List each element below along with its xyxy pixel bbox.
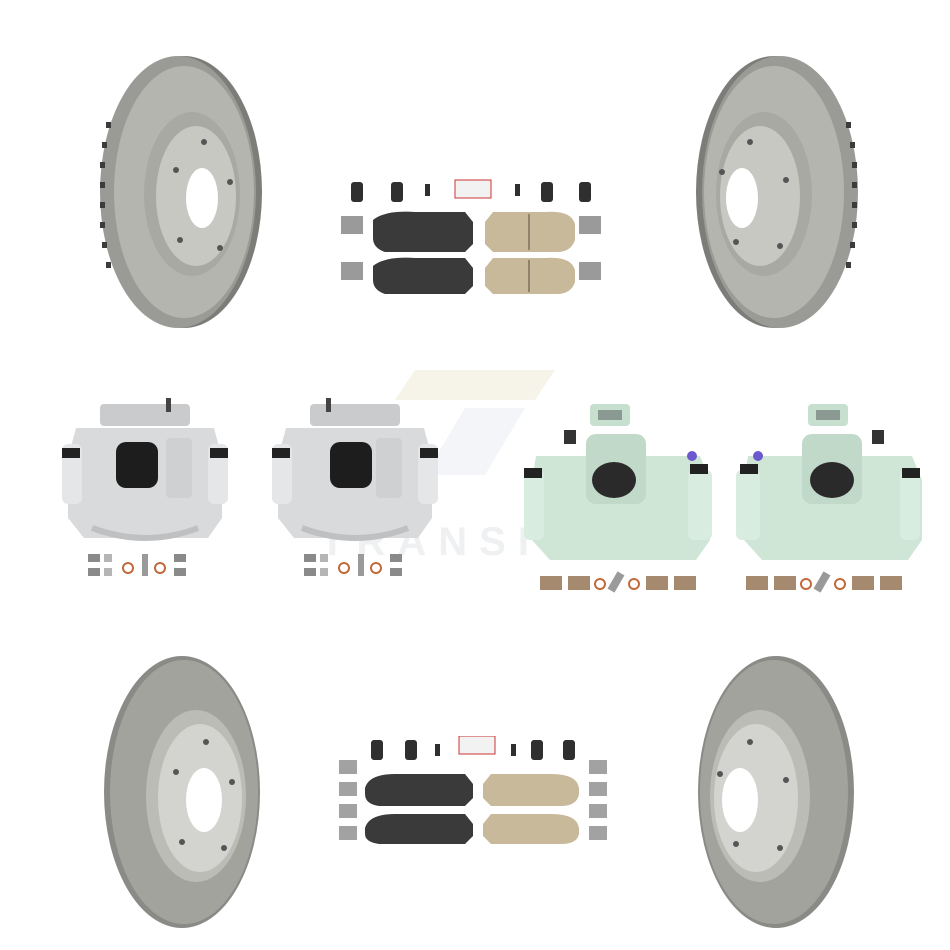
rotor-top-right (690, 52, 865, 332)
rotor-bottom-right (690, 652, 865, 932)
pads-top-center (335, 178, 615, 298)
pads-bottom-center (335, 736, 615, 856)
caliper-rear-right (732, 400, 932, 600)
caliper-rear-left (520, 400, 720, 600)
rotor-top-left (92, 52, 267, 332)
caliper-front-left (58, 398, 233, 598)
rotor-bottom-left (92, 652, 267, 932)
watermark-logo-icon (395, 360, 565, 480)
caliper-front-right (268, 398, 443, 598)
